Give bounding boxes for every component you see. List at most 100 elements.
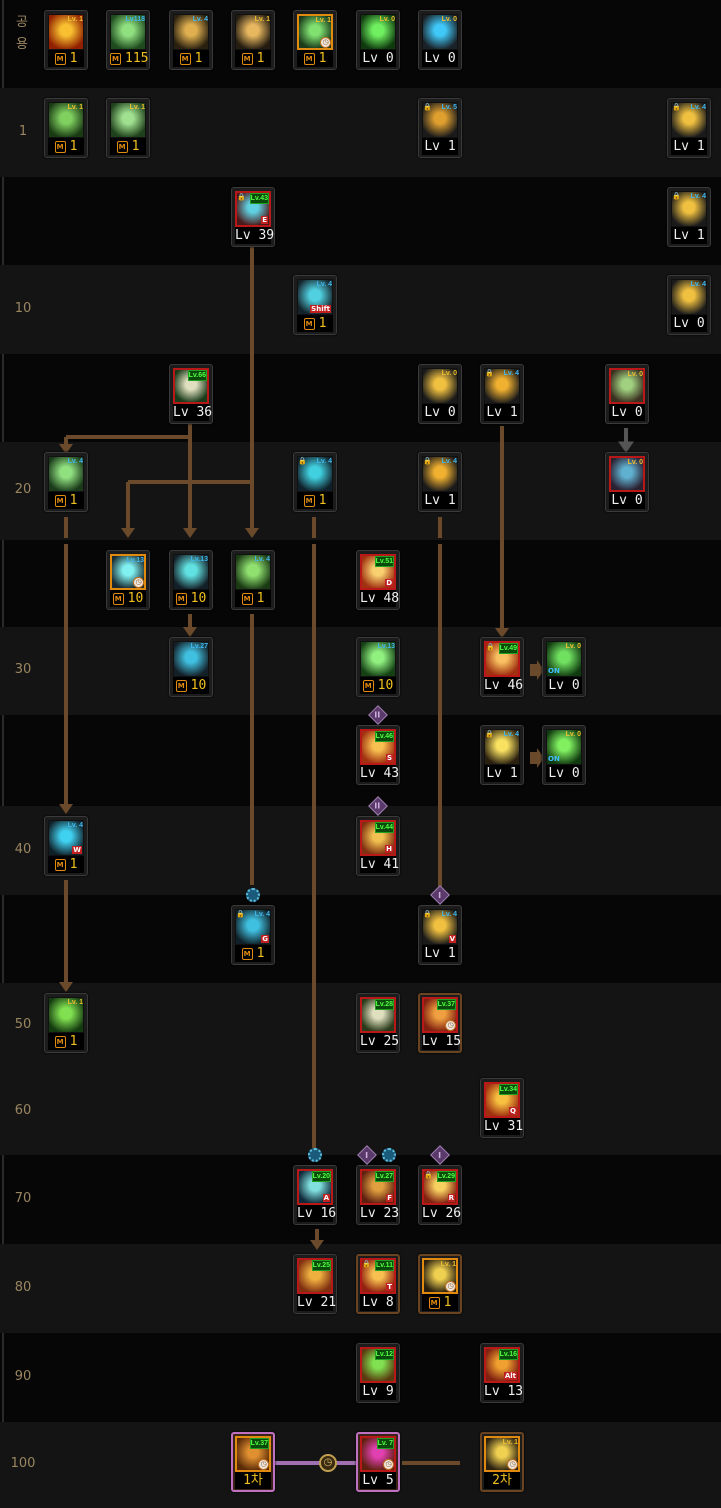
skill-icon[interactable]: Lv.37◷	[235, 1436, 271, 1472]
skill-icon[interactable]: Lv. 4🔒	[422, 456, 458, 492]
skill-icon[interactable]: Lv. 1◷	[422, 1258, 458, 1294]
skill-icon[interactable]: Lv. 0	[422, 14, 458, 50]
skill-icon[interactable]: Lv118	[110, 14, 146, 50]
skill-icon[interactable]: Lv.37◷	[422, 997, 458, 1033]
skill-icon[interactable]: Lv. 5🔒	[422, 102, 458, 138]
skill-icon[interactable]: Lv.28	[360, 997, 396, 1033]
skill-icon[interactable]: Lv. 1	[48, 997, 84, 1033]
skill-icon[interactable]: Lv. 4🔒	[297, 456, 333, 492]
skill-icon[interactable]: Lv. 1	[48, 102, 84, 138]
skill-slot[interactable]: Lv. 4🔒Lv 1	[418, 452, 462, 512]
skill-icon[interactable]: Lv. 4🔒	[671, 102, 707, 138]
skill-icon[interactable]: Lv. 4	[173, 14, 209, 50]
skill-icon[interactable]: Lv. 4	[235, 554, 271, 590]
skill-slot[interactable]: Lv.37◷Lv 15	[418, 993, 462, 1053]
skill-icon[interactable]: Lv. 0	[609, 456, 645, 492]
skill-icon[interactable]: Lv. 4🔒V	[422, 909, 458, 945]
skill-slot[interactable]: Lv.37◷1차	[231, 1432, 275, 1492]
skill-icon[interactable]: Lv.13	[173, 554, 209, 590]
skill-icon[interactable]: Lv.66	[173, 368, 209, 404]
skill-icon[interactable]: Lv.12	[360, 1347, 396, 1383]
skill-icon[interactable]: Lv.13◷	[110, 554, 146, 590]
skill-icon[interactable]: Lv. 1◷	[484, 1436, 520, 1472]
skill-icon[interactable]: Lv. 1	[235, 14, 271, 50]
skill-icon[interactable]: Lv.29🔒R	[422, 1169, 458, 1205]
skill-icon[interactable]: Lv. 1◷	[297, 14, 333, 50]
skill-icon[interactable]: Lv. 4🔒G	[235, 909, 271, 945]
skill-icon[interactable]: Lv. 4🔒	[671, 191, 707, 227]
skill-slot[interactable]: Lv. 4🔒Lv 1	[480, 364, 524, 424]
skill-icon[interactable]: Lv. 0	[422, 368, 458, 404]
skill-icon[interactable]: Lv. 4	[671, 279, 707, 315]
skill-icon[interactable]: Lv.13	[360, 641, 396, 677]
skill-icon[interactable]: Lv.43🔒E	[235, 191, 271, 227]
skill-icon[interactable]: Lv. 0	[360, 14, 396, 50]
skill-icon[interactable]: Lv. 4🔒	[484, 368, 520, 404]
skill-slot[interactable]: Lv. 5🔒Lv 1	[418, 98, 462, 158]
skill-icon[interactable]: Lv. 1	[110, 102, 146, 138]
skill-icon[interactable]: Lv.49🔒	[484, 641, 520, 677]
skill-slot[interactable]: Lv. 4🔒Lv 1	[667, 98, 711, 158]
skill-icon[interactable]: Lv. 4🔒	[484, 729, 520, 765]
skill-slot[interactable]: Lv. 7◷Lv 5	[356, 1432, 400, 1492]
skill-slot[interactable]: Lv.49🔒Lv 46	[480, 637, 524, 697]
skill-slot[interactable]: Lv. 1◷2차	[480, 1432, 524, 1492]
skill-icon[interactable]: Lv.11🔒T	[360, 1258, 396, 1294]
skill-icon[interactable]: Lv. 1	[48, 14, 84, 50]
skill-slot[interactable]: Lv. 4🔒Lv 1	[480, 725, 524, 785]
skill-icon[interactable]: Lv.25	[297, 1258, 333, 1294]
skill-slot[interactable]: Lv. 4🔒Lv 1	[667, 187, 711, 247]
skill-icon[interactable]: Lv.27	[173, 641, 209, 677]
skill-icon[interactable]: Lv. 0	[609, 368, 645, 404]
skill-icon[interactable]: Lv. 7◷	[360, 1436, 396, 1472]
